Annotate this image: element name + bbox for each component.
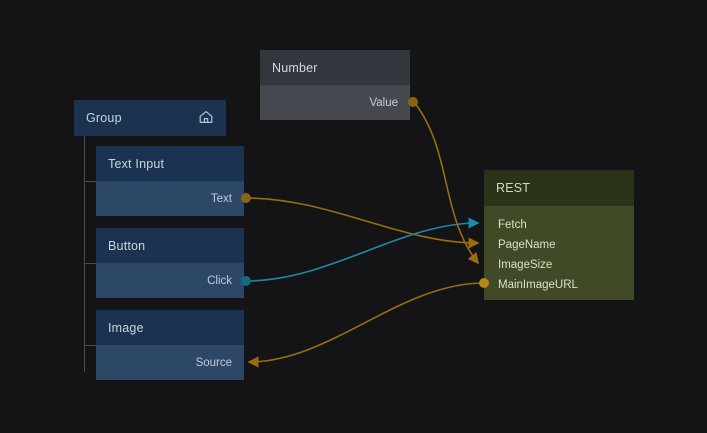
node-text-input[interactable]: Text Input Text bbox=[96, 146, 244, 216]
edge-textinput-text-to-rest-pagename bbox=[245, 197, 480, 249]
node-text-input-title: Text Input bbox=[108, 156, 165, 171]
node-button[interactable]: Button Click bbox=[96, 228, 244, 298]
port-button-click-label: Click bbox=[207, 274, 232, 287]
port-rest-pagename[interactable]: PageName bbox=[484, 235, 634, 255]
node-button-body: Click bbox=[96, 263, 244, 298]
node-rest-header[interactable]: REST bbox=[484, 170, 634, 206]
node-rest[interactable]: REST Fetch PageName ImageSize MainImageU… bbox=[484, 170, 634, 300]
node-image[interactable]: Image Source bbox=[96, 310, 244, 380]
node-button-title: Button bbox=[108, 238, 146, 253]
node-number-header[interactable]: Number bbox=[260, 50, 410, 85]
port-image-source[interactable]: Source bbox=[96, 345, 244, 380]
node-rest-title: REST bbox=[496, 181, 531, 195]
port-button-click[interactable]: Click bbox=[96, 263, 244, 298]
edge-button-click-to-rest-fetch bbox=[245, 217, 480, 282]
tree-branch-stub-image bbox=[84, 345, 96, 346]
node-group[interactable]: Group bbox=[74, 100, 226, 136]
node-rest-body: Fetch PageName ImageSize MainImageURL bbox=[484, 206, 634, 300]
port-rest-imagesize-label: ImageSize bbox=[498, 259, 553, 271]
tree-branch-stub-text-input bbox=[84, 181, 96, 182]
port-rest-mainimageurl[interactable]: MainImageURL bbox=[484, 275, 634, 295]
port-text-input-text-label: Text bbox=[210, 192, 232, 205]
port-rest-pagename-label: PageName bbox=[498, 239, 556, 251]
port-rest-imagesize[interactable]: ImageSize bbox=[484, 255, 634, 275]
node-group-header[interactable]: Group bbox=[74, 100, 226, 136]
port-rest-fetch[interactable]: Fetch bbox=[484, 215, 634, 235]
node-number-body: Value bbox=[260, 85, 410, 120]
node-text-input-header[interactable]: Text Input bbox=[96, 146, 244, 181]
node-text-input-body: Text bbox=[96, 181, 244, 216]
port-image-source-label: Source bbox=[195, 356, 232, 369]
node-image-title: Image bbox=[108, 320, 144, 335]
tree-vertical-line bbox=[84, 136, 85, 372]
port-dot-number-value[interactable] bbox=[406, 95, 420, 109]
home-icon[interactable] bbox=[198, 109, 214, 128]
node-button-header[interactable]: Button bbox=[96, 228, 244, 263]
edge-rest-mainimageurl-to-image-source bbox=[247, 282, 485, 368]
port-dot-text-input-text[interactable] bbox=[239, 191, 253, 205]
node-image-body: Source bbox=[96, 345, 244, 380]
port-rest-mainimageurl-label: MainImageURL bbox=[498, 279, 578, 291]
port-text-input-text[interactable]: Text bbox=[96, 181, 244, 216]
port-number-value-label: Value bbox=[369, 96, 398, 109]
node-number[interactable]: Number Value bbox=[260, 50, 410, 120]
port-rest-fetch-label: Fetch bbox=[498, 219, 527, 231]
tree-branch-stub-button bbox=[84, 263, 96, 264]
node-image-header[interactable]: Image bbox=[96, 310, 244, 345]
edge-number-value-to-rest-imagesize bbox=[413, 101, 479, 265]
node-number-title: Number bbox=[272, 60, 318, 75]
port-dot-rest-mainimageurl[interactable] bbox=[477, 276, 491, 290]
port-dot-button-click[interactable] bbox=[239, 274, 253, 288]
node-group-title: Group bbox=[86, 111, 122, 125]
port-number-value[interactable]: Value bbox=[260, 85, 410, 120]
